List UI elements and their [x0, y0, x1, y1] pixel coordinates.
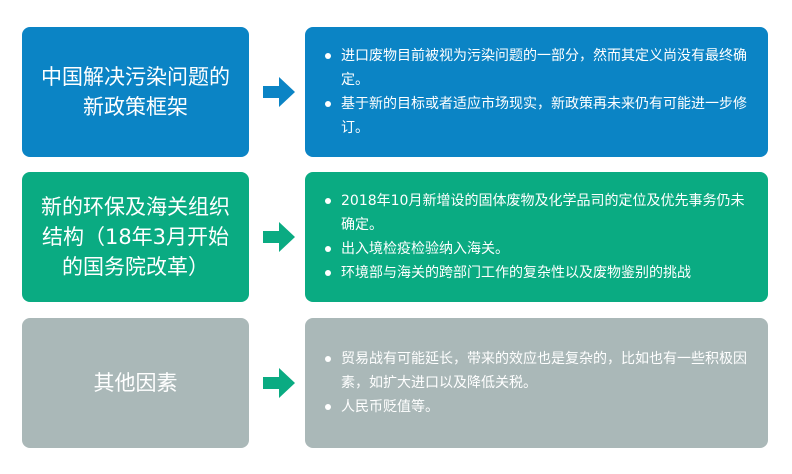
bullet-item: 环境部与海关的跨部门工作的复杂性以及废物鉴别的挑战	[323, 261, 748, 285]
arrow-right-icon	[263, 368, 295, 398]
row-other-factors: 其他因素 贸易战有可能延长，带来的效应也是复杂的，比如也有一些积极因素，如扩大进…	[0, 318, 792, 448]
category-box: 中国解决污染问题的新政策框架	[22, 27, 249, 157]
detail-box: 贸易战有可能延长，带来的效应也是复杂的，比如也有一些积极因素，如扩大进口以及降低…	[305, 318, 768, 448]
row-policy-framework: 中国解决污染问题的新政策框架 进口废物目前被视为污染问题的一部分，然而其定义尚没…	[0, 27, 792, 157]
detail-box: 2018年10月新增设的固体废物及化学品司的定位及优先事务仍未确定。 出入境检疫…	[305, 172, 768, 302]
bullet-item: 基于新的目标或者适应市场现实，新政策再未来仍有可能进一步修订。	[323, 92, 748, 140]
arrow-right-icon	[263, 77, 295, 107]
bullet-item: 2018年10月新增设的固体废物及化学品司的定位及优先事务仍未确定。	[323, 189, 748, 237]
arrow-right-icon	[263, 222, 295, 252]
row-organization: 新的环保及海关组织结构（18年3月开始的国务院改革） 2018年10月新增设的固…	[0, 172, 792, 302]
bullet-item: 人民币贬值等。	[323, 395, 748, 419]
category-title: 中国解决污染问题的新政策框架	[41, 65, 230, 119]
category-box: 其他因素	[22, 318, 249, 448]
bullet-item: 贸易战有可能延长，带来的效应也是复杂的，比如也有一些积极因素，如扩大进口以及降低…	[323, 347, 748, 395]
category-box: 新的环保及海关组织结构（18年3月开始的国务院改革）	[22, 172, 249, 302]
category-title: 新的环保及海关组织结构（18年3月开始的国务院改革）	[41, 195, 230, 279]
detail-box: 进口废物目前被视为污染问题的一部分，然而其定义尚没有最终确定。 基于新的目标或者…	[305, 27, 768, 157]
category-title: 其他因素	[93, 371, 178, 395]
bullet-item: 出入境检疫检验纳入海关。	[323, 237, 748, 261]
bullet-item: 进口废物目前被视为污染问题的一部分，然而其定义尚没有最终确定。	[323, 44, 748, 92]
